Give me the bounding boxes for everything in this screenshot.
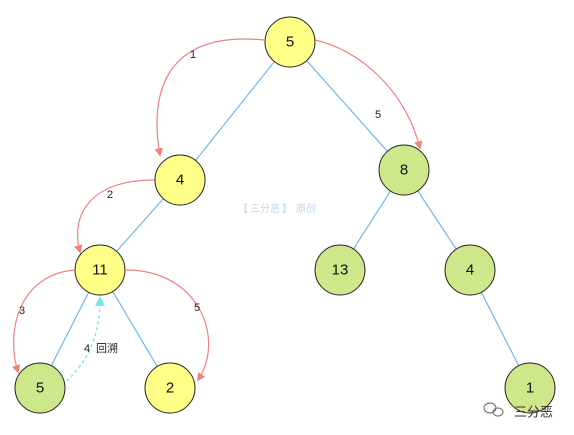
arrow-step-1 xyxy=(154,38,265,157)
node-label-1: 1 xyxy=(526,380,534,397)
step-label-5-left: 5 xyxy=(194,302,200,314)
traversal-arrows xyxy=(12,38,423,382)
node-circle-8 xyxy=(378,144,430,196)
watermark-suffix: 原创 xyxy=(296,202,316,215)
backtrack-arrow xyxy=(61,296,105,386)
node-circle-1 xyxy=(504,362,556,414)
tree-edges xyxy=(39,41,531,389)
node-label-5-leaf: 5 xyxy=(36,380,44,397)
node-circle-2 xyxy=(144,362,196,414)
node-circle-11 xyxy=(74,244,126,296)
edge-5-8 xyxy=(289,41,405,171)
node-label-8: 8 xyxy=(400,162,408,179)
step-label-backtrack: 回溯 xyxy=(96,342,118,355)
node-circle-13 xyxy=(314,244,366,296)
watermark: 【 三分恶 】 原创 xyxy=(238,202,316,215)
node-label-4-left: 4 xyxy=(176,172,184,189)
step-label-1: 1 xyxy=(190,49,196,61)
brand-name: 三分恶 xyxy=(514,406,553,421)
wechat-icon xyxy=(483,402,504,417)
step-label-5-right: 5 xyxy=(375,109,381,121)
watermark-name: 三分恶 xyxy=(250,203,280,215)
arrow-step-3 xyxy=(12,269,75,374)
arrow-step-2 xyxy=(74,179,156,254)
node-label-4-right: 4 xyxy=(466,262,474,279)
node-circle-5-leaf xyxy=(14,362,66,414)
arrow-step-5-right xyxy=(314,39,423,150)
step-label-3: 3 xyxy=(19,305,25,317)
tree-nodes xyxy=(14,16,556,414)
arrow-step-5-left xyxy=(125,269,210,382)
edge-5-4 xyxy=(179,41,291,181)
node-label-13: 13 xyxy=(332,262,349,279)
node-circle-4-right xyxy=(444,244,496,296)
node-circle-4-left xyxy=(154,154,206,206)
step-label-4: 4 xyxy=(84,343,90,355)
node-circle-5-root xyxy=(264,16,316,68)
watermark-close: 】 xyxy=(282,203,292,215)
brand: 三分恶 xyxy=(483,402,553,421)
node-label-11: 11 xyxy=(92,262,108,279)
node-label-5-root: 5 xyxy=(286,34,294,51)
node-label-2: 2 xyxy=(166,380,174,397)
step-label-2: 2 xyxy=(107,189,113,201)
watermark-open: 【 xyxy=(238,203,248,215)
